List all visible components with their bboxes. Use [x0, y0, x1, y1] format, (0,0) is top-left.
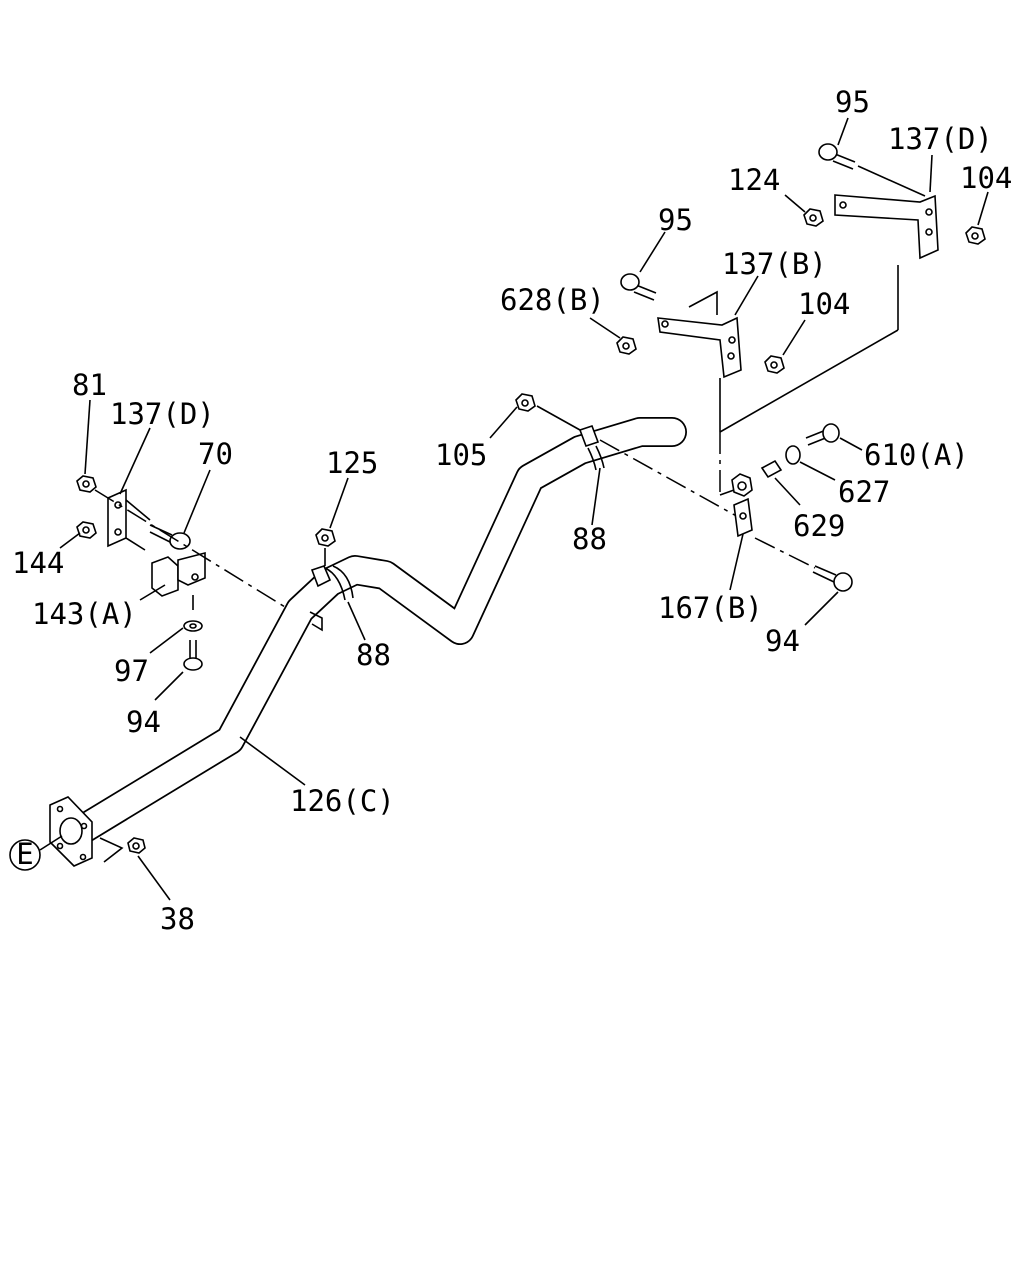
- bracket-137d-top-group: [803, 143, 986, 260]
- label-137b: 137(B): [722, 247, 827, 281]
- label-38: 38: [160, 902, 195, 936]
- part-labels: 95 137(D) 124 104 95 137(B) 628(B) 104 8…: [12, 85, 1012, 936]
- hanger-group-right: [731, 423, 853, 592]
- label-143a: 143(A): [32, 597, 137, 631]
- label-126c: 126(C): [290, 784, 395, 818]
- clamp-88-right: [515, 393, 741, 519]
- nut-38: [99, 837, 171, 901]
- label-167b: 167(B): [658, 591, 763, 625]
- left-bracket-group: [76, 475, 286, 671]
- label-95-mid: 95: [658, 203, 693, 237]
- label-137d-left: 137(D): [110, 397, 215, 431]
- label-627: 627: [838, 475, 890, 509]
- label-629: 629: [793, 509, 845, 543]
- exhaust-pipe-126c: [70, 417, 687, 843]
- label-88-left: 88: [356, 638, 391, 672]
- reference-e: E: [9, 835, 63, 871]
- label-81: 81: [72, 368, 107, 402]
- label-104-mid: 104: [798, 287, 850, 321]
- label-610a: 610(A): [864, 438, 969, 472]
- pipe-flange: [49, 796, 93, 867]
- label-628b: 628(B): [500, 283, 605, 317]
- label-144: 144: [12, 546, 64, 580]
- label-104-top: 104: [960, 161, 1012, 195]
- clamp-88-left: [309, 528, 354, 632]
- label-88-right: 88: [572, 522, 607, 556]
- label-137d-top: 137(D): [888, 122, 993, 156]
- label-105: 105: [435, 438, 487, 472]
- label-94-left: 94: [126, 705, 161, 739]
- label-94-right: 94: [765, 624, 800, 658]
- bracket-137b-group: [616, 265, 899, 496]
- leader-lines: [59, 117, 989, 701]
- label-70: 70: [198, 437, 233, 471]
- label-125: 125: [326, 446, 378, 480]
- label-ref-e: E: [16, 837, 33, 871]
- label-97: 97: [114, 654, 149, 688]
- label-95-top: 95: [835, 85, 870, 119]
- label-124: 124: [728, 163, 780, 197]
